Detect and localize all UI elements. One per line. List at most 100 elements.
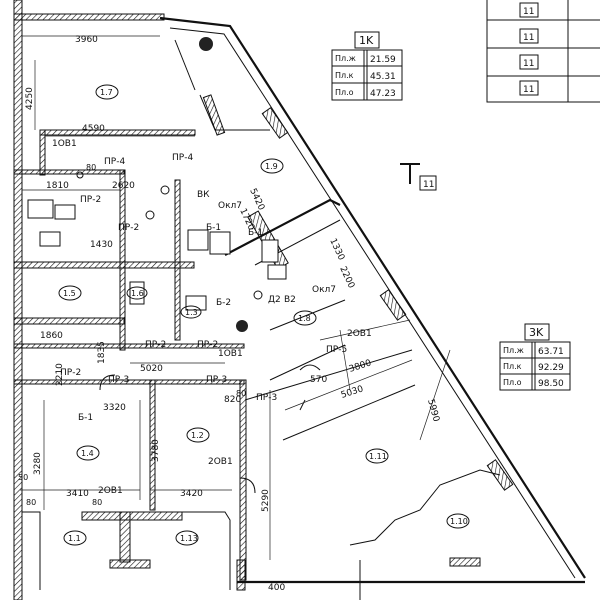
room-tag: 1.1 (63, 530, 87, 546)
fixtures (27, 171, 481, 567)
label-1ov1-a: 1ОВ1 (52, 139, 77, 149)
outer-walls (13, 0, 586, 600)
svg-text:1.3: 1.3 (185, 308, 198, 317)
door-window-labels: ПР-4 ПР-4 ПР-2 ПР-2 ПР-2 ПР-2 ПР-2 ПР-3 … (52, 139, 372, 496)
apartment-3k-stamp: 3K Пл.ж 63.71 Пл.к 92.29 Пл.о 98.50 (499, 323, 571, 391)
svg-text:1.8: 1.8 (298, 314, 311, 323)
label-2ov1-b: 2ОВ1 (208, 457, 233, 467)
label-pr-3-a: ПР-3 (108, 375, 129, 385)
dim-5020: 5020 (140, 364, 163, 374)
dim-820: 820 (224, 395, 241, 405)
apartment-1k-stamp: 1K Пл.ж 21.59 Пл.к 45.31 Пл.о 47.23 (331, 31, 403, 101)
label-2ov1-a: 2ОВ1 (347, 329, 372, 339)
apartment-3k-title: 3K (529, 326, 544, 339)
dim-3780: 3780 (151, 439, 161, 462)
dimension-lines (20, 35, 451, 560)
apartment-1k-row-value: 45.31 (370, 72, 396, 82)
svg-text:1.6: 1.6 (131, 289, 144, 298)
interior-walls (13, 39, 501, 600)
dim-5420: 5420 (247, 187, 266, 212)
room-tag: 1.2 (186, 427, 210, 443)
label-b-1-b: Б-1 (78, 413, 93, 423)
label-okl-b: Окл7 (312, 285, 336, 295)
svg-text:11: 11 (523, 85, 534, 95)
room-tag: 1.10 (446, 513, 470, 529)
apartment-1k-row-label: Пл.о (335, 88, 354, 97)
room-tags: 1.7 1.5 1.4 1.2 1.9 1.11 1.8 1.10 (58, 84, 470, 546)
label-2ov1-c: 2ОВ1 (98, 486, 123, 496)
dim-2200: 2200 (337, 265, 356, 290)
dim-570: 570 (310, 375, 327, 385)
svg-text:11: 11 (523, 59, 534, 69)
dim-80-a: 80 (26, 498, 36, 507)
label-pr-4-b: ПР-4 (172, 153, 193, 163)
room-tag: 1.4 (76, 445, 100, 461)
dim-1860: 1860 (40, 331, 63, 341)
svg-text:1.5: 1.5 (63, 289, 76, 298)
dim-400: 400 (268, 583, 285, 593)
table-row: 11 (519, 28, 539, 44)
label-okl-a: Окл7 (218, 201, 242, 211)
dimension-text: 3960 4590 4250 1810 2620 1430 1860 5020 … (18, 35, 441, 593)
svg-text:1.2: 1.2 (191, 431, 204, 440)
table-row: 11 (519, 80, 539, 96)
label-pr-5: ПР-5 (326, 345, 347, 355)
room-tag: 1.9 (260, 158, 284, 174)
dim-3410: 3410 (66, 489, 89, 499)
dim-3280: 3280 (33, 452, 43, 475)
apartment-3k-row-value: 98.50 (538, 379, 564, 389)
svg-text:11: 11 (523, 33, 534, 43)
dim-5990: 5990 (425, 398, 441, 423)
svg-text:1.10: 1.10 (450, 517, 468, 526)
dim-80-c: 80 (86, 163, 96, 172)
dim-4590: 4590 (82, 124, 105, 134)
label-b-1-c: Б-1 (206, 223, 221, 233)
dim-4250: 4250 (25, 87, 35, 110)
apartment-1k-row-label: Пл.ж (335, 54, 356, 63)
dim-3960: 3960 (75, 35, 98, 45)
room-tag: 1.6 (126, 286, 148, 300)
room-tag: 1.3 (180, 305, 202, 319)
apartment-3k-row-value: 92.29 (538, 363, 564, 373)
dim-1835: 1835 (97, 341, 107, 364)
room-tag: 1.13 (175, 530, 199, 546)
section-mark: 11 (400, 163, 437, 191)
label-pr-3-b: ПР-3 (206, 375, 227, 385)
label-vk: ВК (197, 190, 210, 200)
room-tag: 1.5 (58, 285, 82, 301)
dim-80-b: 80 (92, 498, 102, 507)
dim-3800: 3800 (348, 358, 373, 375)
svg-text:1.7: 1.7 (100, 88, 113, 97)
label-pr-2-d: ПР-2 (197, 340, 218, 350)
dim-1810: 1810 (46, 181, 69, 191)
label-b-2: Б-2 (216, 298, 231, 308)
dim-80-d: 80 (236, 389, 246, 398)
svg-text:1.11: 1.11 (369, 452, 387, 461)
table-row: 11 (519, 2, 539, 18)
dim-1430: 1430 (90, 240, 113, 250)
svg-text:11: 11 (523, 7, 534, 17)
dim-5290: 5290 (261, 489, 271, 512)
apartment-1k-row-value: 21.59 (370, 55, 396, 65)
svg-text:1.9: 1.9 (265, 162, 278, 171)
apartment-3k-row-value: 63.71 (538, 347, 564, 357)
apartment-1k-title: 1K (359, 34, 374, 47)
apartment-1k-row-value: 47.23 (370, 89, 396, 99)
label-pr-4-a: ПР-4 (104, 157, 125, 167)
label-b2: В2 (284, 295, 296, 305)
apartment-3k-row-label: Пл.ж (503, 346, 524, 355)
label-1ov1-b: 1ОВ1 (218, 349, 243, 359)
svg-text:1.4: 1.4 (81, 449, 94, 458)
label-pr-2-c: ПР-2 (145, 340, 166, 350)
dim-2210: 2210 (55, 363, 65, 386)
svg-text:1.1: 1.1 (68, 534, 81, 543)
section-mark-label: 11 (423, 180, 434, 190)
dim-1330: 1330 (327, 237, 346, 262)
svg-text:1.13: 1.13 (180, 534, 198, 543)
dim-3320: 3320 (103, 403, 126, 413)
apartment-3k-row-label: Пл.о (503, 378, 522, 387)
room-tag: 1.11 (365, 448, 389, 464)
label-b-1-a: Б-1 (248, 228, 263, 238)
dim-50: 50 (18, 473, 28, 482)
